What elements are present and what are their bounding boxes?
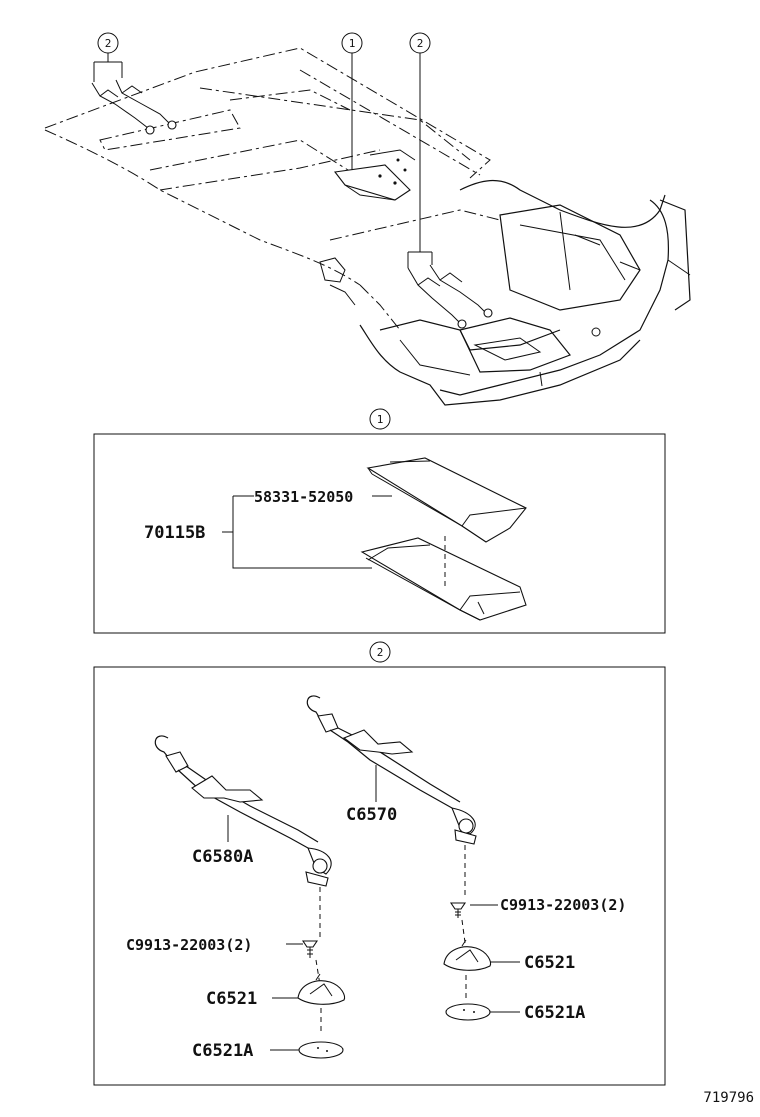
- callout-2-left: 2: [105, 37, 112, 50]
- figure-number: 719796: [703, 1090, 754, 1106]
- section-1-callout-circle: [369, 408, 391, 430]
- part-label-58331: 58331-52050: [254, 488, 353, 506]
- section-2-frame: [93, 666, 666, 1086]
- part-label-c6580a: C6580A: [192, 847, 253, 867]
- part-label-screw-left: C9913-22003(2): [126, 936, 252, 954]
- part-label-screw-right: C9913-22003(2): [500, 896, 626, 914]
- tie-down-plate-lower: [360, 537, 527, 621]
- section-2-callout: 2: [377, 646, 384, 659]
- part-label-base-right: C6521A: [524, 1003, 585, 1023]
- part-label-cap-left: C6521: [206, 989, 257, 1009]
- section-1-callout: 1: [377, 413, 384, 426]
- strap-left: [154, 735, 346, 1059]
- callout-2-right: 2: [417, 37, 424, 50]
- tie-down-plate-upper: [366, 457, 527, 543]
- section-1: 1 58331-52050 70115B: [93, 408, 666, 634]
- section-2-callout-circle: [369, 641, 391, 663]
- callout-1: 1: [349, 37, 356, 50]
- assembly-label-70115b: 70115B: [144, 523, 205, 543]
- part-label-c6570: C6570: [346, 805, 397, 825]
- part-label-cap-right: C6521: [524, 953, 575, 973]
- strap-right: [306, 695, 492, 1021]
- section-2: 2: [93, 641, 666, 1086]
- part-label-base-left: C6521A: [192, 1041, 253, 1061]
- vehicle-floor-overview: 2 1 2: [44, 32, 691, 406]
- section-1-frame: [93, 433, 666, 634]
